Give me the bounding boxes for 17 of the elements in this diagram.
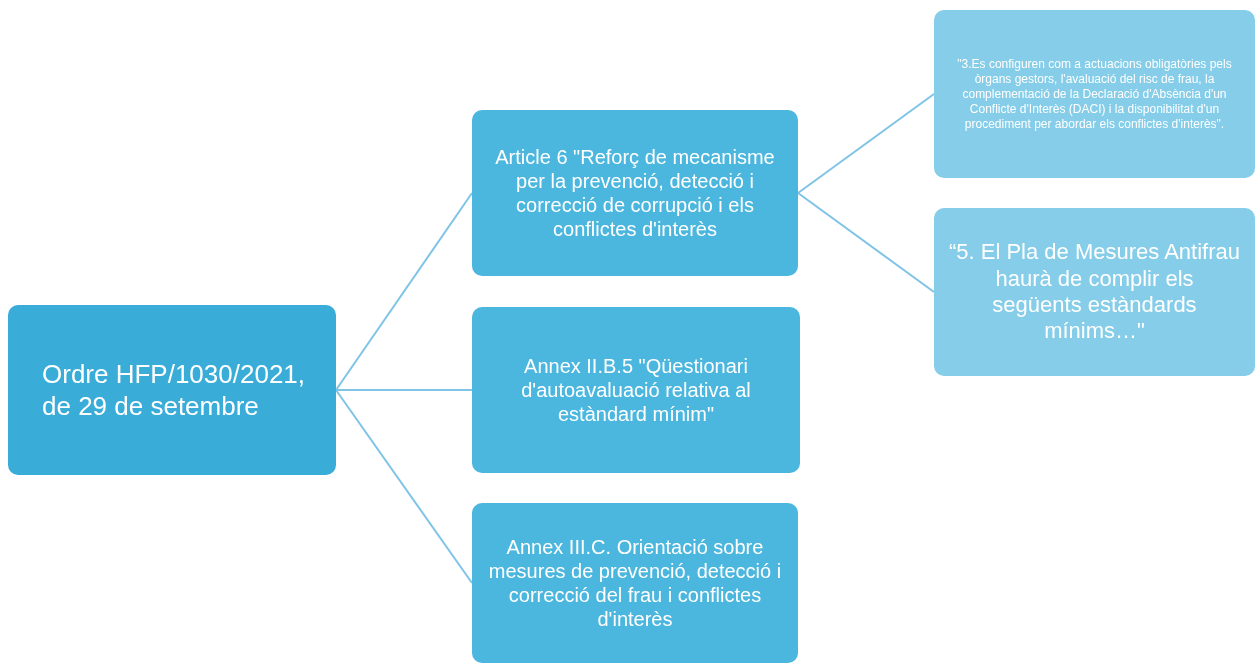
connector-line bbox=[335, 192, 473, 391]
connector-line bbox=[335, 389, 473, 584]
connector-line bbox=[797, 192, 935, 293]
topic-box bbox=[8, 305, 336, 475]
connector-line bbox=[797, 93, 935, 194]
box-text: Ordre HFP/1030/2021, de 29 de setembre bbox=[42, 357, 307, 423]
box-text: Article 6 "Reforç de mecanisme per la prevenció, detecció i correcció de corrupció i els conflictes d'interès bbox=[494, 145, 776, 241]
topic-box bbox=[472, 307, 800, 473]
box-text: Annex III.C. Orientació sobre mesures de prevenció, detecció i correcció del frau i conflictes d'interès bbox=[487, 535, 783, 631]
topic-box bbox=[934, 208, 1255, 376]
box-text: “5. El Pla de Mesures Antifrau haurà de complir els següents estàndards mínims…" bbox=[948, 239, 1241, 345]
topic-box bbox=[472, 110, 798, 276]
connector-line bbox=[335, 389, 473, 391]
box-text: Annex II.B.5 "Qüestionari d'autoavaluació relativa al estàndard mínim" bbox=[520, 354, 752, 426]
topic-box bbox=[472, 503, 798, 663]
box-text: "3.Es configuren com a actuacions obligatòries pels òrgans gestors, l'avaluació del risc de frau, la complementació de la Declaració d'Absència d'un Conflicte d'Interès (DACI) i la disponibilitat d'un procediment per abordar els conflictes d'interès". bbox=[956, 56, 1233, 132]
topic-box bbox=[934, 10, 1255, 178]
